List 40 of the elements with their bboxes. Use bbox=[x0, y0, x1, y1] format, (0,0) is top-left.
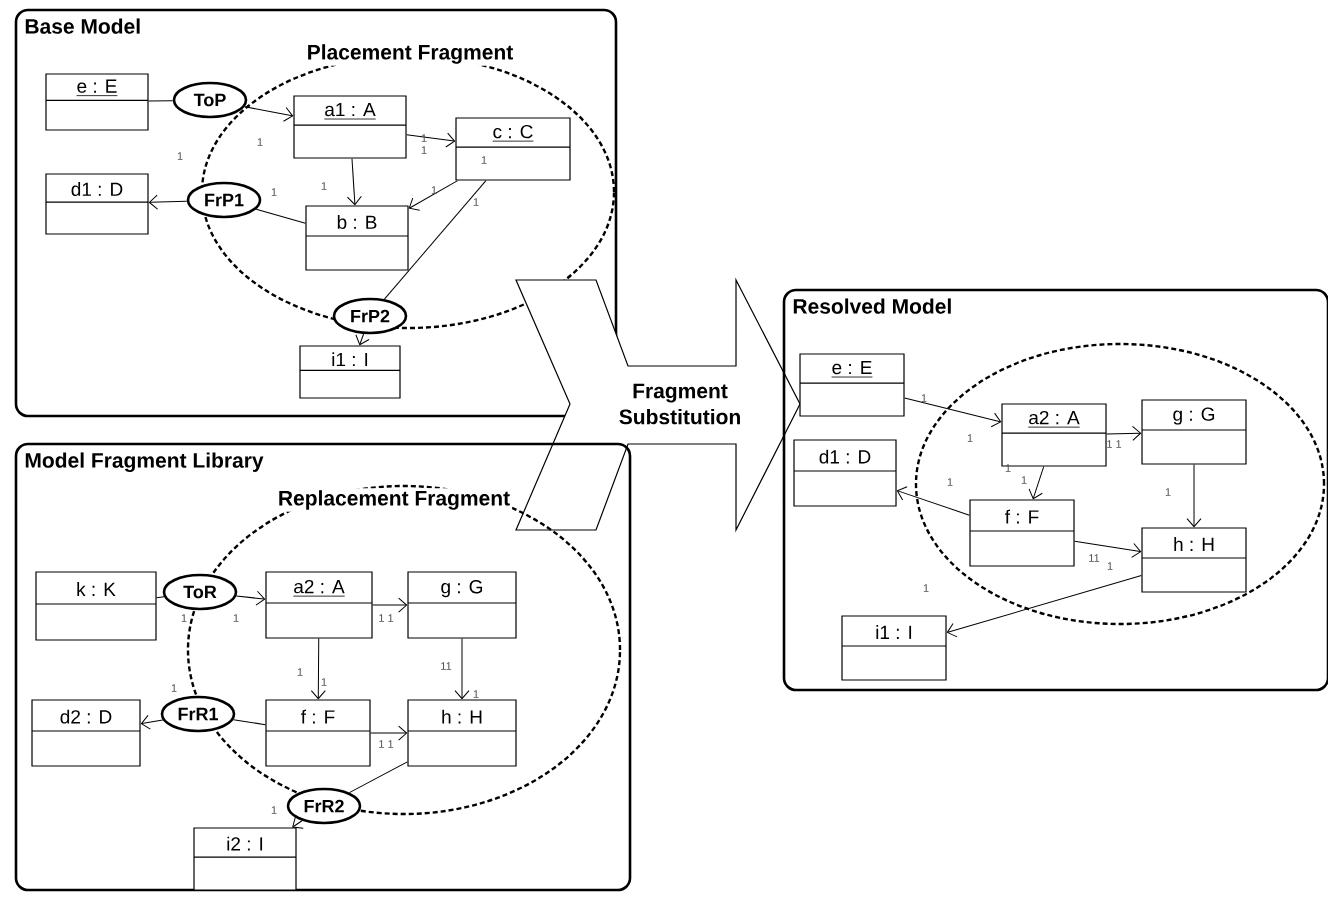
object-box: k : K bbox=[35, 571, 157, 641]
arrow bbox=[946, 574, 1142, 638]
arrow bbox=[1106, 425, 1142, 441]
object-box: d1 : D bbox=[793, 439, 897, 507]
object-box: g : G bbox=[1141, 399, 1247, 465]
arrow bbox=[310, 638, 326, 700]
arrow bbox=[1186, 464, 1202, 528]
arrow bbox=[235, 590, 266, 606]
arrow bbox=[244, 106, 294, 122]
object-box: f : F bbox=[265, 699, 371, 767]
arrow bbox=[904, 397, 1002, 428]
object-box: h : H bbox=[1141, 527, 1247, 593]
object-box: h : H bbox=[407, 699, 517, 767]
arrow bbox=[372, 597, 408, 613]
object-box: a2 : A bbox=[1001, 403, 1107, 467]
object-box: a2 : A bbox=[265, 571, 373, 639]
object-box: g : G bbox=[407, 571, 517, 639]
arrow bbox=[346, 158, 362, 206]
arrow bbox=[408, 180, 459, 211]
arrow bbox=[406, 132, 456, 148]
arrow bbox=[148, 194, 188, 210]
arrow bbox=[1074, 540, 1142, 558]
arrow bbox=[896, 486, 970, 516]
arrow bbox=[140, 714, 164, 730]
object-box: e : E bbox=[799, 353, 905, 417]
object-box: d2 : D bbox=[31, 699, 141, 767]
object-box: a1 : A bbox=[293, 95, 407, 159]
arrow bbox=[370, 725, 408, 741]
object-box: f : F bbox=[969, 499, 1075, 567]
fragment-ellipse bbox=[914, 342, 1326, 626]
arrow bbox=[292, 816, 304, 829]
arrow bbox=[1028, 466, 1045, 500]
object-box: i1 : I bbox=[299, 345, 401, 399]
object-box: d1 : D bbox=[45, 173, 149, 235]
arrow bbox=[454, 638, 470, 700]
object-box: i2 : I bbox=[193, 827, 297, 891]
object-box: i1 : I bbox=[841, 615, 947, 681]
object-box: b : B bbox=[305, 205, 409, 271]
object-box: e : E bbox=[45, 73, 149, 131]
arrow bbox=[355, 333, 370, 346]
